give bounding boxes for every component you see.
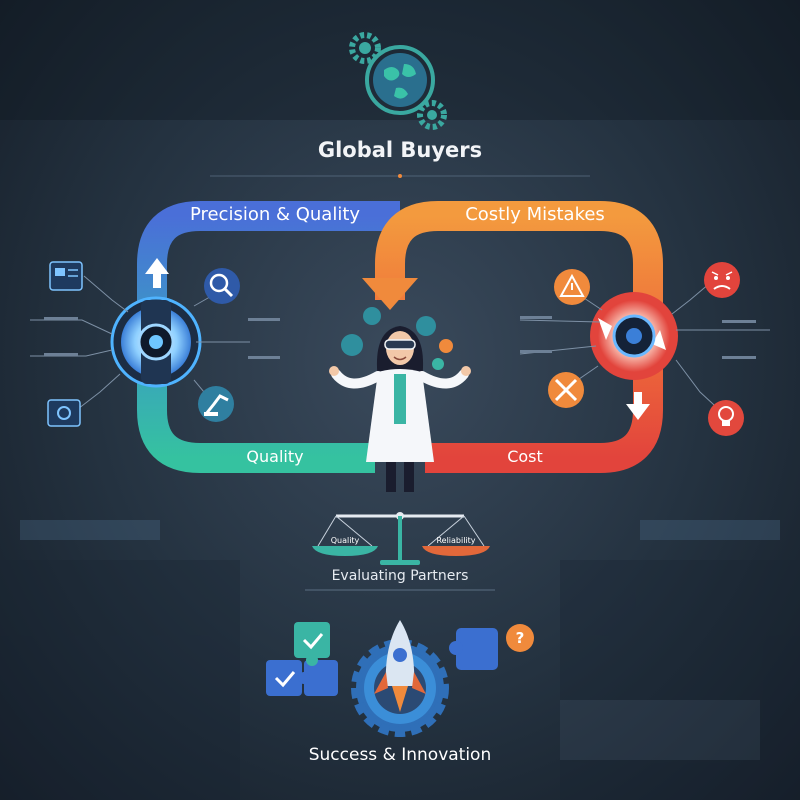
page-title: Global Buyers [317, 138, 483, 162]
label-cost: Cost [507, 447, 543, 466]
rocket-gear-icon [351, 620, 449, 737]
scientist-icon [329, 307, 471, 492]
globe-gears-icon [349, 32, 447, 130]
scale-pan-quality: Quality [330, 536, 360, 545]
down-arrow-orange [362, 278, 418, 310]
label-evaluating-partners: Evaluating Partners [331, 568, 469, 584]
monitor-gear-icon [47, 399, 81, 427]
magnifier-icon [204, 268, 240, 304]
label-costly-mistakes: Costly Mistakes [465, 204, 605, 225]
warning-icon [554, 269, 590, 305]
angry-face-icon [704, 262, 740, 298]
broken-gear-eye-icon [590, 292, 678, 380]
balance-scale-icon [312, 512, 490, 565]
up-arrow-icon [145, 258, 169, 288]
svg-text:?: ? [516, 629, 525, 647]
label-precision-quality: Precision & Quality [189, 204, 361, 225]
calendar-board-icon [49, 261, 83, 291]
right-loop-band [375, 201, 663, 473]
label-success-innovation: Success & Innovation [308, 745, 492, 765]
right-connectors [519, 277, 770, 417]
puzzle-check-icon [266, 622, 338, 696]
robot-arm-icon [198, 386, 234, 422]
crossed-tools-icon [548, 372, 584, 408]
subtitle-dot [398, 174, 402, 178]
down-arrow-icon [626, 392, 650, 420]
cyber-eye-icon [110, 296, 202, 388]
label-quality: Quality [246, 447, 304, 466]
connector-caption-marks [44, 316, 756, 359]
puzzle-question-icon: ? [449, 624, 534, 670]
lightbulb-icon [708, 400, 744, 436]
scale-pan-reliability: Reliability [436, 536, 476, 545]
